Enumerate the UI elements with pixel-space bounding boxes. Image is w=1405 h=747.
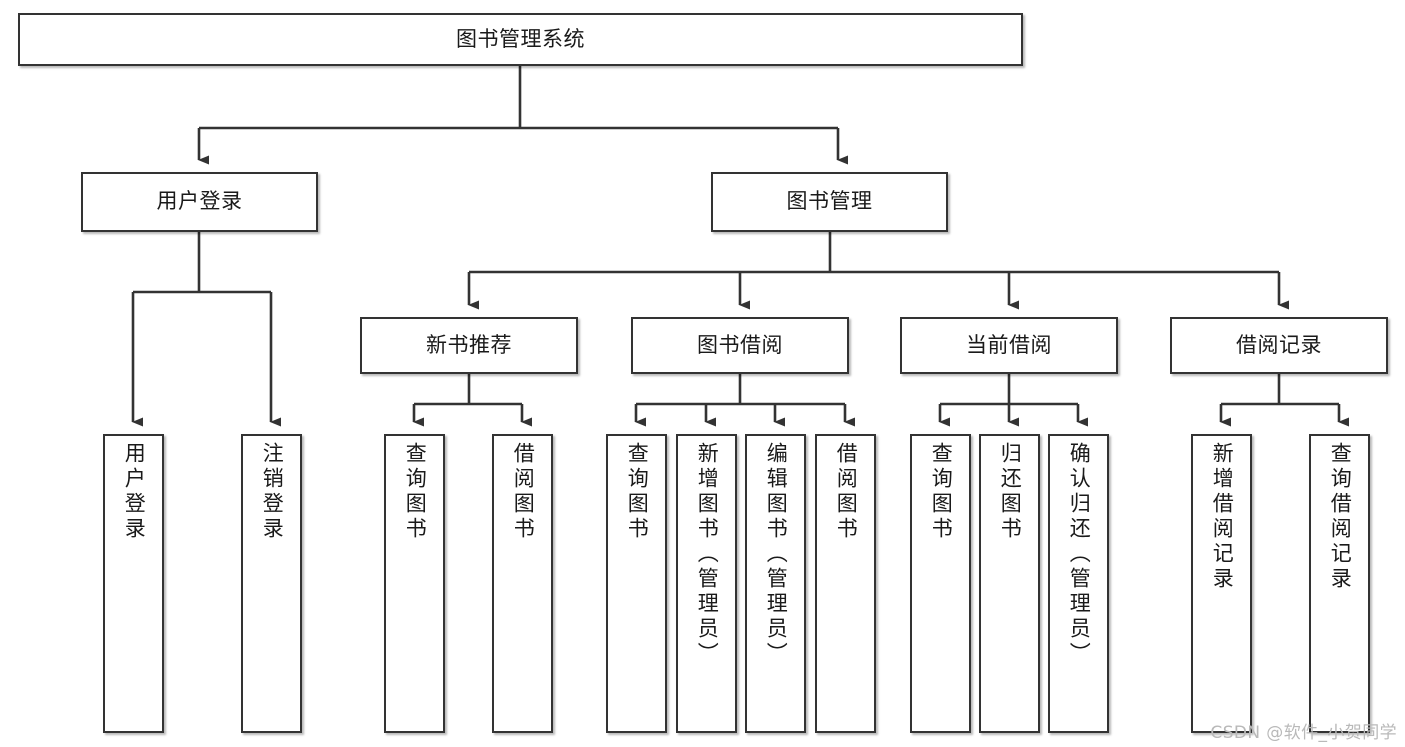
node-leaf-query-book-1[interactable]: 查询图书 xyxy=(384,434,445,733)
node-current-borrow-label: 当前借阅 xyxy=(966,332,1052,357)
node-book-manage[interactable]: 图书管理 xyxy=(711,172,948,232)
node-leaf-query-book-1-label: 查询图书 xyxy=(403,442,428,542)
node-leaf-borrow-book-1-label: 借阅图书 xyxy=(511,442,536,542)
node-root-label: 图书管理系统 xyxy=(456,26,585,51)
node-user-login[interactable]: 用户登录 xyxy=(81,172,318,232)
node-leaf-return-book[interactable]: 归还图书 xyxy=(979,434,1040,733)
node-leaf-user-login[interactable]: 用户登录 xyxy=(103,434,164,733)
node-borrow-record-label: 借阅记录 xyxy=(1236,332,1322,357)
node-leaf-query-record[interactable]: 查询借阅记录 xyxy=(1309,434,1370,733)
node-leaf-query-book-3-label: 查询图书 xyxy=(929,442,954,542)
watermark-text: CSDN @软件_小贺同学 xyxy=(1210,723,1397,743)
node-leaf-query-book-3[interactable]: 查询图书 xyxy=(910,434,971,733)
node-leaf-user-logout[interactable]: 注销登录 xyxy=(241,434,302,733)
node-book-borrow-label: 图书借阅 xyxy=(697,332,783,357)
node-leaf-user-logout-label: 注销登录 xyxy=(260,442,285,542)
node-root[interactable]: 图书管理系统 xyxy=(18,13,1023,66)
node-current-borrow[interactable]: 当前借阅 xyxy=(900,317,1118,374)
node-leaf-borrow-book-2[interactable]: 借阅图书 xyxy=(815,434,876,733)
node-leaf-query-book-2-label: 查询图书 xyxy=(625,442,650,542)
node-leaf-confirm-return-label: 确认归还（管理员） xyxy=(1067,442,1092,667)
node-leaf-edit-book-label: 编辑图书（管理员） xyxy=(764,442,789,667)
node-new-book-recommend-label: 新书推荐 xyxy=(426,332,512,357)
node-user-login-label: 用户登录 xyxy=(156,189,243,214)
node-leaf-query-record-label: 查询借阅记录 xyxy=(1328,442,1353,592)
node-leaf-add-record[interactable]: 新增借阅记录 xyxy=(1191,434,1252,733)
node-leaf-edit-book[interactable]: 编辑图书（管理员） xyxy=(745,434,806,733)
node-new-book-recommend[interactable]: 新书推荐 xyxy=(360,317,578,374)
node-book-manage-label: 图书管理 xyxy=(786,189,873,214)
node-leaf-borrow-book-2-label: 借阅图书 xyxy=(834,442,859,542)
node-leaf-add-book-label: 新增图书（管理员） xyxy=(695,442,720,667)
node-leaf-return-book-label: 归还图书 xyxy=(998,442,1023,542)
node-leaf-borrow-book-1[interactable]: 借阅图书 xyxy=(492,434,553,733)
node-leaf-query-book-2[interactable]: 查询图书 xyxy=(606,434,667,733)
node-borrow-record[interactable]: 借阅记录 xyxy=(1170,317,1388,374)
node-leaf-add-record-label: 新增借阅记录 xyxy=(1210,442,1235,592)
node-book-borrow[interactable]: 图书借阅 xyxy=(631,317,849,374)
node-leaf-confirm-return[interactable]: 确认归还（管理员） xyxy=(1048,434,1109,733)
node-leaf-user-login-label: 用户登录 xyxy=(122,442,147,542)
node-leaf-add-book[interactable]: 新增图书（管理员） xyxy=(676,434,737,733)
